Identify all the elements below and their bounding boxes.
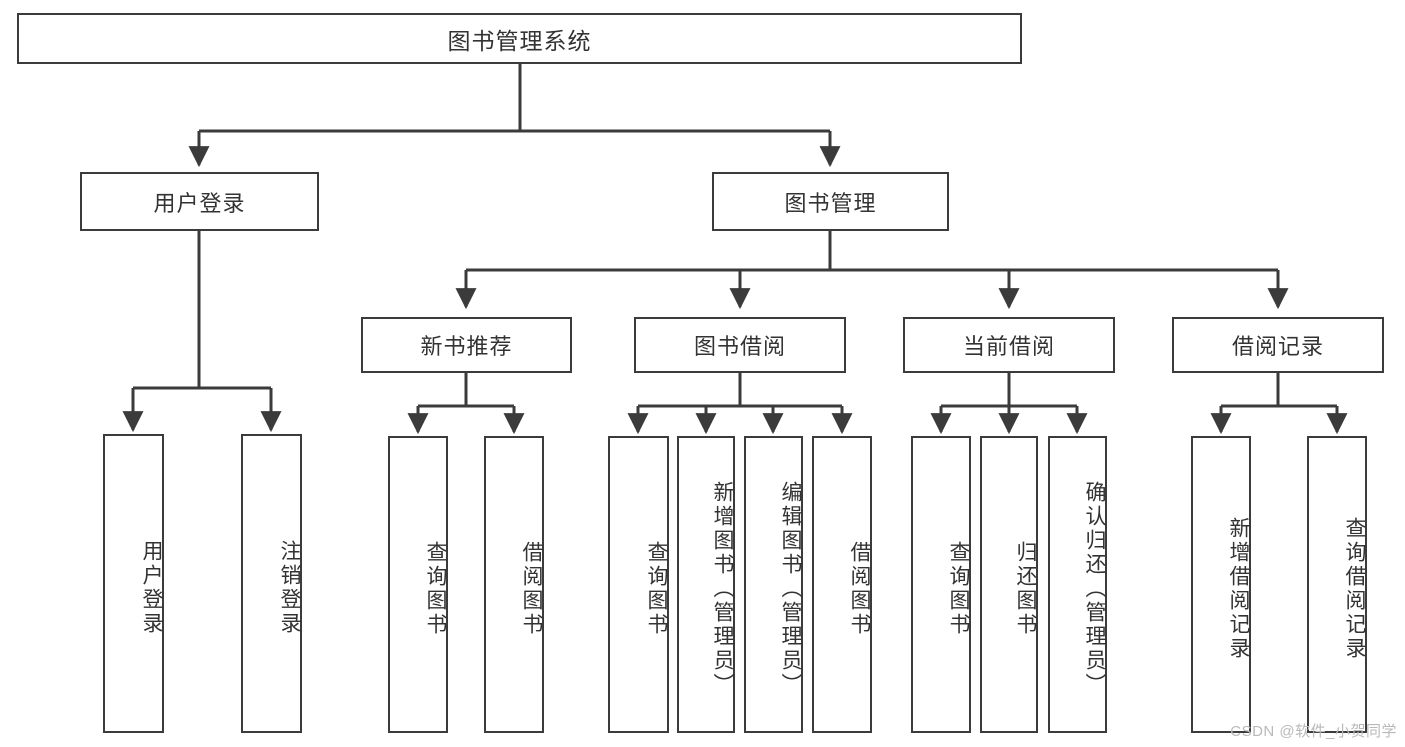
node-label: 借阅记录 [1231,334,1324,359]
node-label: 新增图书（管理员） [711,480,734,697]
node-label: 新书推荐 [420,334,513,359]
node-label: 查询图书 [424,540,447,637]
node-label: 借阅图书 [848,540,871,637]
leaf-query-book-current[interactable]: 查询图书 [911,436,971,733]
node-book-management[interactable]: 图书管理 [712,172,949,231]
node-label: 查询借阅记录 [1343,516,1366,661]
leaf-return-book[interactable]: 归还图书 [980,436,1038,733]
leaf-add-borrow-record[interactable]: 新增借阅记录 [1191,436,1251,733]
leaf-user-login[interactable]: 用户登录 [103,434,164,733]
node-label: 新增借阅记录 [1227,516,1250,661]
node-new-book-recommend[interactable]: 新书推荐 [361,317,572,373]
node-borrow-record[interactable]: 借阅记录 [1172,317,1384,373]
node-root-book-management-system[interactable]: 图书管理系统 [17,13,1022,64]
node-label: 注销登录 [278,539,301,636]
leaf-query-book-recommend[interactable]: 查询图书 [388,436,448,733]
node-label: 查询图书 [947,540,970,637]
node-label: 确认归还（管理员） [1083,480,1106,697]
leaf-confirm-return-admin[interactable]: 确认归还（管理员） [1048,436,1107,733]
node-label: 图书管理 [784,190,877,216]
node-label: 图书借阅 [693,334,786,359]
node-label: 用户登录 [153,190,246,216]
leaf-borrow-book-recommend[interactable]: 借阅图书 [484,436,544,733]
node-current-borrow[interactable]: 当前借阅 [903,317,1115,373]
leaf-query-book-borrow[interactable]: 查询图书 [608,436,669,733]
leaf-borrow-book-borrow[interactable]: 借阅图书 [812,436,872,733]
node-label: 当前借阅 [962,334,1055,359]
node-label: 借阅图书 [520,540,543,637]
node-label: 用户登录 [140,539,163,636]
node-label: 图书管理系统 [447,27,592,54]
node-book-borrow[interactable]: 图书借阅 [634,317,846,373]
node-user-login[interactable]: 用户登录 [80,172,319,231]
leaf-logout-login[interactable]: 注销登录 [241,434,302,733]
leaf-query-borrow-record[interactable]: 查询借阅记录 [1307,436,1367,733]
node-label: 查询图书 [645,540,668,637]
node-label: 编辑图书（管理员） [779,480,802,697]
leaf-edit-book-admin[interactable]: 编辑图书（管理员） [744,436,803,733]
csdn-watermark: CSDN @软件_小贺同学 [1230,723,1397,740]
leaf-add-book-admin[interactable]: 新增图书（管理员） [677,436,735,733]
node-label: 归还图书 [1014,540,1037,637]
